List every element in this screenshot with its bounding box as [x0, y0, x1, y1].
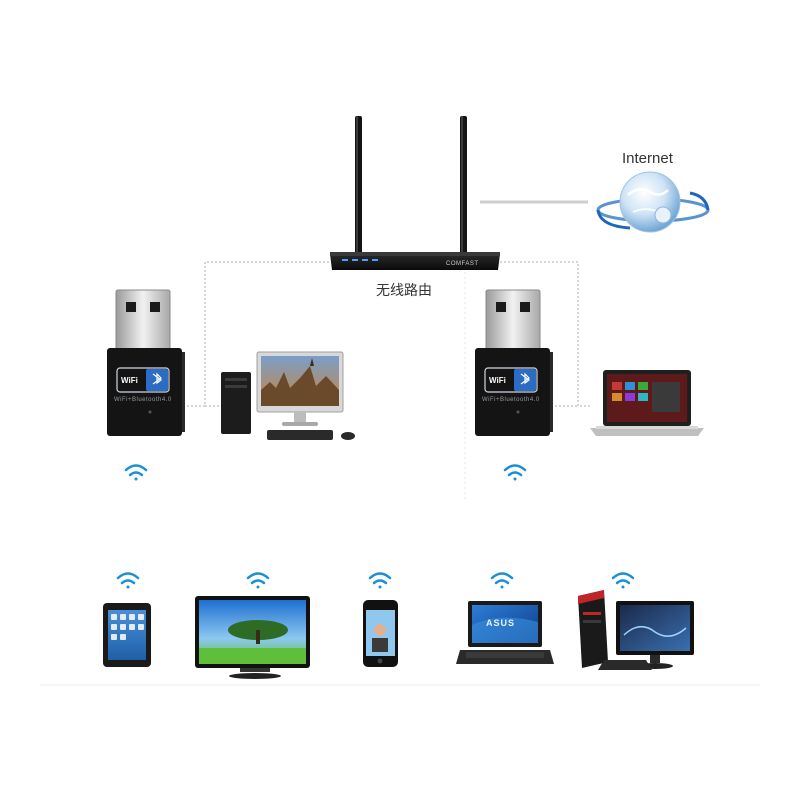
- dongle-right-spec: WiFi+Bluetooth4.0: [482, 397, 540, 403]
- router-brand: COMFAST: [446, 261, 479, 267]
- usb-adapter-left: [107, 289, 185, 436]
- router-label: 无线路由: [376, 283, 432, 299]
- wireless-router: [330, 116, 500, 270]
- wifi-signal-icon-left: [124, 464, 148, 481]
- dongle-right-wifi-badge: WiFi: [489, 376, 506, 385]
- internet-globe-icon: [596, 171, 710, 233]
- television-device: [195, 596, 310, 679]
- wifi-dots: [126, 585, 625, 589]
- wifi-signal-icon-right: [503, 464, 527, 481]
- connector-lines: [40, 200, 760, 686]
- tablet-device: [103, 603, 151, 667]
- laptop-computer: [590, 370, 704, 436]
- wifi-signal-icon-row: [116, 572, 635, 585]
- smartphone-device: [363, 600, 398, 667]
- asus-laptop-device: [456, 601, 554, 664]
- bluetooth-icon: [152, 372, 162, 385]
- laptop-brand-label: ASUS: [486, 618, 516, 628]
- usb-adapter-right: [475, 289, 553, 436]
- desktop-computer: [221, 351, 355, 440]
- internet-label: Internet: [622, 150, 673, 167]
- bluetooth-icon: [520, 372, 530, 385]
- desktop-workstation-device: [578, 590, 694, 670]
- dongle-left-wifi-badge: WiFi: [121, 376, 138, 385]
- dongle-left-spec: WiFi+Bluetooth4.0: [114, 397, 172, 403]
